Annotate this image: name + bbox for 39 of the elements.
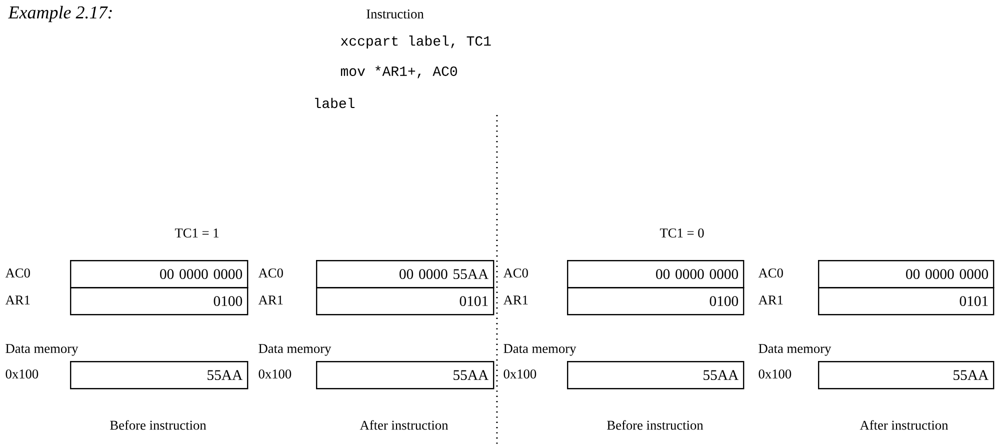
condition-label: TC1 = 1 — [174, 228, 218, 238]
address-label: 0x100 — [758, 370, 792, 378]
memory-cell: 55AA — [818, 360, 994, 390]
memory-cell: 55AA — [567, 360, 744, 390]
memory-cell: 55AA — [316, 360, 494, 390]
address-label: 0x100 — [504, 370, 536, 378]
example-title: Example 2.17: — [8, 6, 112, 22]
register-cell: 0100 — [70, 287, 248, 316]
caption: Before instruction — [607, 420, 704, 430]
caption: Before instruction — [110, 420, 206, 430]
register-name: AR1 — [5, 296, 30, 304]
caption: After instruction — [860, 420, 948, 430]
register-name: AC0 — [758, 268, 783, 278]
register-cell: 00 0000 55AA — [316, 260, 494, 288]
register-name: AC0 — [503, 268, 528, 278]
register-name: AC0 — [258, 268, 283, 278]
memory-heading: Data memory — [504, 344, 576, 356]
code-line: xccpart label, TC1 — [340, 35, 491, 49]
memory-heading: Data memory — [6, 344, 78, 356]
register-name: AR1 — [758, 296, 783, 304]
code-line: mov *AR1+, AC0 — [340, 66, 457, 78]
memory-heading: Data memory — [758, 344, 832, 356]
register-name: AR1 — [258, 296, 283, 304]
heading: Instruction — [366, 10, 424, 18]
register-cell: 00 0000 0000 — [818, 260, 994, 288]
register-cell: 0101 — [818, 287, 994, 316]
memory-cell: 55AA — [70, 360, 248, 390]
register-cell: 00 0000 0000 — [70, 260, 248, 288]
register-cell: 00 0000 0000 — [567, 260, 744, 288]
memory-heading: Data memory — [258, 344, 332, 356]
caption: After instruction — [360, 420, 448, 430]
register-name: AC0 — [5, 268, 30, 278]
register-name: AR1 — [503, 296, 528, 304]
register-cell: 0100 — [567, 287, 744, 316]
condition-label: TC1 = 0 — [660, 228, 704, 238]
code-line: label — [315, 98, 354, 108]
address-label: 0x100 — [258, 370, 292, 378]
address-label: 0x100 — [6, 370, 38, 378]
register-cell: 0101 — [316, 287, 494, 316]
